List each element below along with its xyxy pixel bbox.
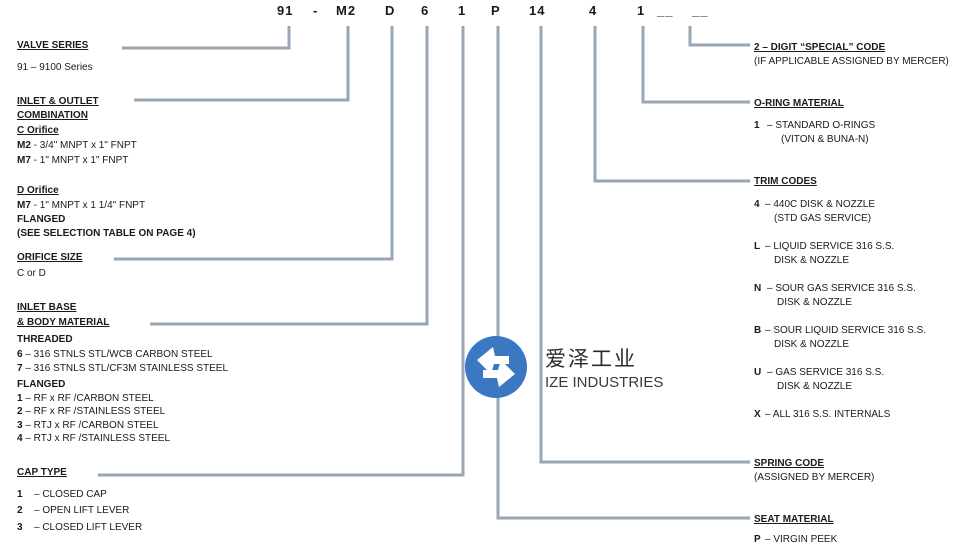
oring-code: 1 [754,120,760,131]
trim-text-l-2: DISK & NOZZLE [774,255,850,266]
oring-text-1: – STANDARD O-RINGS [767,120,876,131]
threaded-line-2: 7 – 316 STNLS STL/CF3M STAINLESS STEEL [17,363,229,374]
trim-code-x: X [754,409,761,420]
spring-title: SPRING CODE [754,458,825,469]
leader-oring [641,26,750,104]
leader-special [688,26,750,47]
flanged-line-2: 2 – RF x RF /STAINLESS STEEL [17,406,166,417]
cap-text-3: – CLOSED LIFT LEVER [34,522,143,533]
valve-series-text: 91 – 9100 Series [17,62,93,73]
c-orifice-line-2: M7 - 1" MNPT x 1" FNPT [17,155,129,166]
inlet-base-title-2: & BODY MATERIAL [17,317,110,328]
trim-text-x-1: – ALL 316 S.S. INTERNALS [765,409,891,420]
leader-cap-type [98,26,465,477]
trim-text-4-1: – 440C DISK & NOZZLE [765,199,876,210]
cap-text-1: – CLOSED CAP [34,489,107,500]
code-oring: 1 [637,3,646,18]
threaded-line-1: 6 – 316 STNLS STL/WCB CARBON STEEL [17,349,213,360]
trim-text-u-1: – GAS SERVICE 316 S.S. [767,367,885,378]
c-orifice-label: C Orifice [17,125,59,136]
leader-inlet-outlet [134,26,350,102]
seat-text: – VIRGIN PEEK [765,534,838,545]
cap-code-2: 2 [17,505,23,516]
orifice-size-text: C or D [17,268,46,279]
logo-english-text: IZE INDUSTRIES [545,374,664,391]
leader-spring-code [539,26,750,464]
trim-code-l: L [754,241,761,252]
code-special-2: __ [692,3,709,18]
trim-code-4: 4 [754,199,760,210]
trim-text-b-1: – SOUR LIQUID SERVICE 316 S.S. [765,325,926,336]
code-cap: 1 [458,3,467,18]
spring-text: (ASSIGNED BY MERCER) [754,472,875,483]
trim-text-n-1: – SOUR GAS SERVICE 316 S.S. [767,283,916,294]
special-text: (IF APPLICABLE ASSIGNED BY MERCER) [754,56,949,67]
cap-code-3: 3 [17,522,23,533]
logo-chinese-text: 爱泽工业 [545,347,637,371]
flanged-line-4: 4 – RTJ x RF /STAINLESS STEEL [17,433,171,444]
flanged-base-label: FLANGED [17,379,66,390]
code-special-1: __ [657,3,674,18]
threaded-label: THREADED [17,334,73,345]
cap-text-2: – OPEN LIFT LEVER [34,505,130,516]
see-table-note: (SEE SELECTION TABLE ON PAGE 4) [17,228,196,239]
inlet-outlet-title-1: INLET & OUTLET [17,96,99,107]
code-spring: 14 [529,3,546,18]
trim-text-u-2: DISK & NOZZLE [777,381,853,392]
oring-text-2: (VITON & BUNA-N) [781,134,869,145]
code-series: 91 [277,3,294,18]
code-trim: 4 [589,3,598,18]
seat-title: SEAT MATERIAL [754,514,834,525]
leader-trim-codes [593,26,750,183]
orifice-size-title: ORIFICE SIZE [17,252,83,263]
leader-seat-material [496,26,750,520]
trim-text-l-1: – LIQUID SERVICE 316 S.S. [765,241,895,252]
ize-logo-icon [465,336,527,398]
oring-title: O-RING MATERIAL [754,98,844,109]
leader-inlet-base [150,26,429,326]
code-inlet: M2 [336,3,357,18]
flanged-label: FLANGED [17,214,66,225]
special-title: 2 – DIGIT “SPECIAL” CODE [754,42,886,53]
flanged-line-1: 1 – RF x RF /CARBON STEEL [17,393,154,404]
d-orifice-label: D Orifice [17,185,59,196]
cap-type-title: CAP TYPE [17,467,67,478]
trim-title: TRIM CODES [754,176,817,187]
code-base: 6 [421,3,430,18]
d-orifice-line-1: M7 - 1" MNPT x 1 1/4" FNPT [17,200,146,211]
code-orifice: D [385,3,396,18]
trim-text-b-2: DISK & NOZZLE [774,339,850,350]
leader-orifice-size [114,26,394,261]
valve-series-title: VALVE SERIES [17,40,89,51]
trim-text-4-2: (STD GAS SERVICE) [774,213,872,224]
seat-code: P [754,534,761,545]
flanged-line-3: 3 – RTJ x RF /CARBON STEEL [17,420,159,431]
trim-text-n-2: DISK & NOZZLE [777,297,853,308]
code-seat: P [491,3,501,18]
leader-valve-series [122,26,291,50]
c-orifice-line-1: M2 - 3/4" MNPT x 1" FNPT [17,140,137,151]
trim-code-n: N [754,283,762,294]
trim-code-u: U [754,367,762,378]
trim-code-b: B [754,325,762,336]
inlet-base-title-1: INLET BASE [17,302,77,313]
inlet-outlet-title-2: COMBINATION [17,110,88,121]
cap-code-1: 1 [17,489,23,500]
code-dash: - [313,3,319,18]
